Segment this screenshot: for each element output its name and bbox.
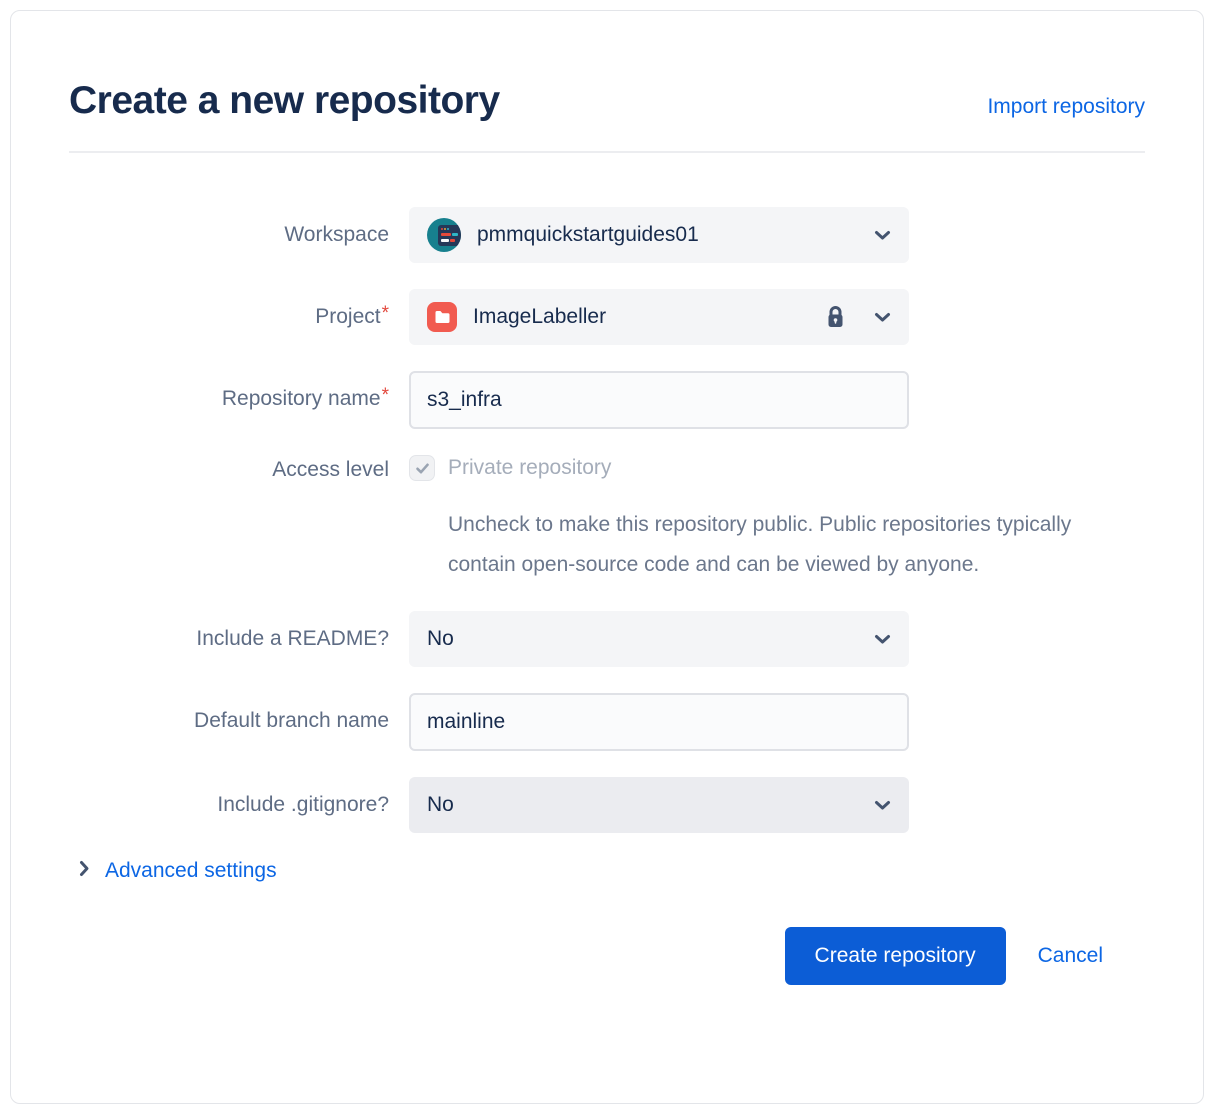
lock-icon: [825, 305, 846, 329]
project-select[interactable]: ImageLabeller: [409, 289, 909, 345]
include-readme-select[interactable]: No: [409, 611, 909, 667]
repository-name-label: Repository name*: [221, 385, 389, 410]
create-repository-form: Workspace pmmquickstar: [69, 207, 1145, 985]
page-title: Create a new repository: [69, 79, 500, 122]
private-repository-label: Private repository: [448, 456, 612, 479]
include-readme-value: No: [427, 627, 454, 650]
workspace-label: Workspace: [284, 223, 389, 246]
chevron-down-icon: [874, 230, 891, 241]
cancel-button[interactable]: Cancel: [1026, 944, 1115, 968]
required-asterisk: *: [381, 303, 389, 324]
advanced-settings-toggle[interactable]: Advanced settings: [79, 859, 1145, 883]
default-branch-label: Default branch name: [194, 709, 389, 732]
repository-name-row: Repository name*: [69, 371, 1145, 429]
access-level-row: Access level Private repository Uncheck …: [69, 455, 1145, 585]
include-readme-row: Include a README? No: [69, 611, 1145, 667]
dialog-header: Create a new repository Import repositor…: [69, 79, 1145, 123]
chevron-down-icon: [874, 312, 891, 323]
workspace-row: Workspace pmmquickstar: [69, 207, 1145, 263]
include-gitignore-select[interactable]: No: [409, 777, 909, 833]
default-branch-row: Default branch name: [69, 693, 1145, 751]
project-row: Project* ImageLabeller: [69, 289, 1145, 345]
include-gitignore-row: Include .gitignore? No: [69, 777, 1145, 833]
chevron-down-icon: [874, 800, 891, 811]
include-gitignore-value: No: [427, 793, 454, 816]
repository-name-input[interactable]: [409, 371, 909, 429]
header-divider: [69, 151, 1145, 153]
private-repository-checkbox[interactable]: [409, 455, 435, 481]
import-repository-link[interactable]: Import repository: [987, 95, 1145, 118]
create-repository-button[interactable]: Create repository: [784, 927, 1006, 985]
advanced-settings-label: Advanced settings: [105, 859, 277, 882]
access-level-help-text: Uncheck to make this repository public. …: [448, 513, 1072, 576]
required-asterisk: *: [381, 385, 389, 406]
chevron-right-icon: [79, 860, 90, 882]
dialog-footer: Create repository Cancel: [69, 927, 1145, 985]
project-folder-icon: [427, 302, 457, 332]
create-repository-dialog: Create a new repository Import repositor…: [10, 10, 1204, 1104]
workspace-select[interactable]: pmmquickstartguides01: [409, 207, 909, 263]
access-level-label: Access level: [272, 458, 389, 481]
project-label: Project*: [315, 303, 389, 328]
workspace-avatar: [427, 218, 461, 252]
chevron-down-icon: [874, 634, 891, 645]
include-readme-label: Include a README?: [196, 627, 389, 650]
default-branch-input[interactable]: [409, 693, 909, 751]
include-gitignore-label: Include .gitignore?: [217, 793, 389, 816]
workspace-value: pmmquickstartguides01: [477, 223, 699, 246]
project-value: ImageLabeller: [473, 305, 607, 328]
